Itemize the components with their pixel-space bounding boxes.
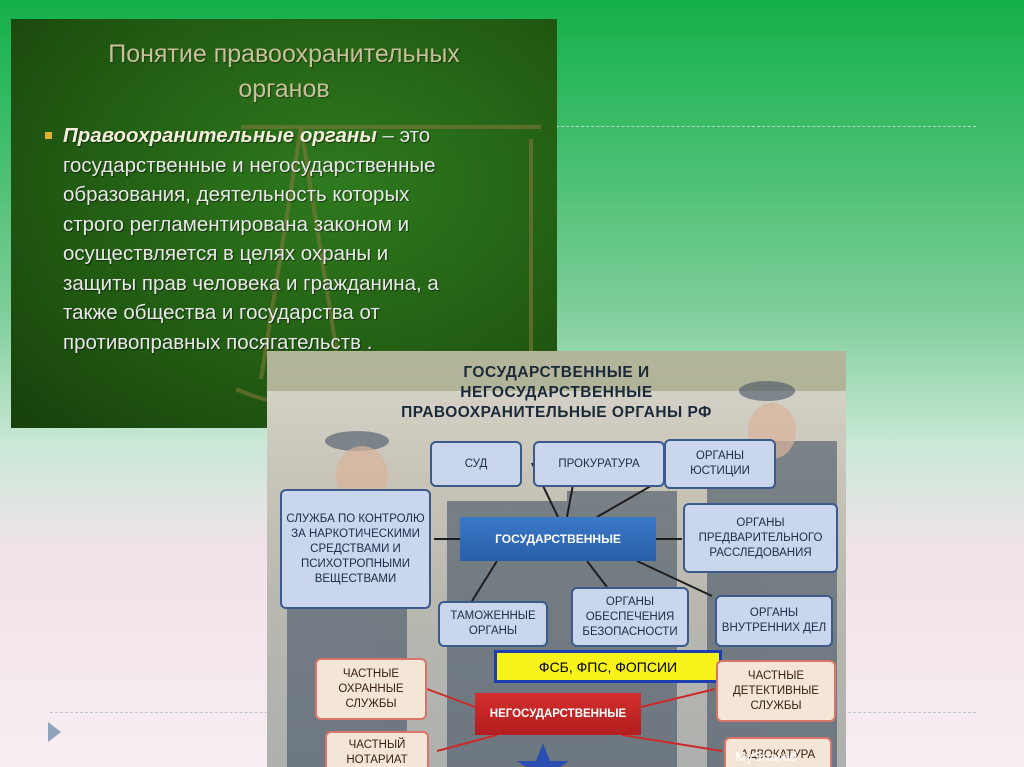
box-private-detective: ЧАСТНЫЕ ДЕТЕКТИВНЫЕ СЛУЖБЫ	[716, 660, 836, 722]
definition-line: государственные и негосударственные	[63, 153, 436, 177]
nongov-node: НЕГОСУДАРСТВЕННЫЕ	[475, 693, 641, 735]
term: Правоохранительные органы	[63, 124, 377, 147]
definition-line: противоправных посягательств .	[63, 330, 373, 354]
definition-line: строго регламентирована законом и	[63, 212, 410, 236]
box-customs: ТАМОЖЕННЫЕ ОРГАНЫ	[438, 601, 548, 647]
next-arrow-icon[interactable]	[48, 722, 61, 742]
fsb-label: ФСБ, ФПС, ФОПСИИ	[494, 650, 722, 683]
box-advocacy: АДВОКАТУРА	[724, 737, 832, 767]
definition-line: защиты прав человека и гражданина, а	[63, 271, 439, 295]
slide-title: Понятие правоохранительных органов	[108, 40, 460, 103]
diagram-title: ГОСУДАРСТВЕННЫЕ И НЕГОСУДАРСТВЕННЫЕ ПРАВ…	[401, 364, 712, 421]
box-private-notary: ЧАСТНЫЙ НОТАРИАТ	[325, 731, 429, 767]
definition-line: образования, деятельность которых	[63, 183, 410, 206]
star-icon	[517, 743, 569, 767]
diagram-slide: ГОСУДАРСТВЕННЫЕ И НЕГОСУДАРСТВЕННЫЕ ПРАВ…	[267, 351, 846, 767]
box-internal: ОРГАНЫ ВНУТРЕННИХ ДЕЛ	[715, 595, 833, 647]
watermark: MyShared	[735, 749, 798, 764]
box-security: ОРГАНЫ ОБЕСПЕЧЕНИЯ БЕЗОПАСНОСТИ	[571, 587, 689, 647]
definition-text: Правоохранительные органы – это государс…	[63, 121, 533, 357]
box-court: СУД	[430, 441, 522, 487]
bullet-icon	[45, 132, 52, 139]
gov-node: ГОСУДАРСТВЕННЫЕ	[460, 517, 656, 561]
box-prosecutor: ПРОКУРАТУРА	[533, 441, 665, 487]
box-narcotics: СЛУЖБА ПО КОНТРОЛЮ ЗА НАРКОТИЧЕСКИМИ СРЕ…	[280, 489, 431, 609]
box-justice: ОРГАНЫ ЮСТИЦИИ	[664, 439, 776, 489]
red-arrows	[426, 688, 723, 752]
box-investigation: ОРГАНЫ ПРЕДВАРИТЕЛЬНОГО РАССЛЕДОВАНИЯ	[683, 503, 838, 573]
definition-line: осуществляется в целях охраны и	[63, 242, 389, 265]
box-private-guard: ЧАСТНЫЕ ОХРАННЫЕ СЛУЖБЫ	[315, 658, 427, 720]
definition-line: также общества и государства от	[63, 301, 380, 324]
divider-top	[556, 126, 976, 127]
